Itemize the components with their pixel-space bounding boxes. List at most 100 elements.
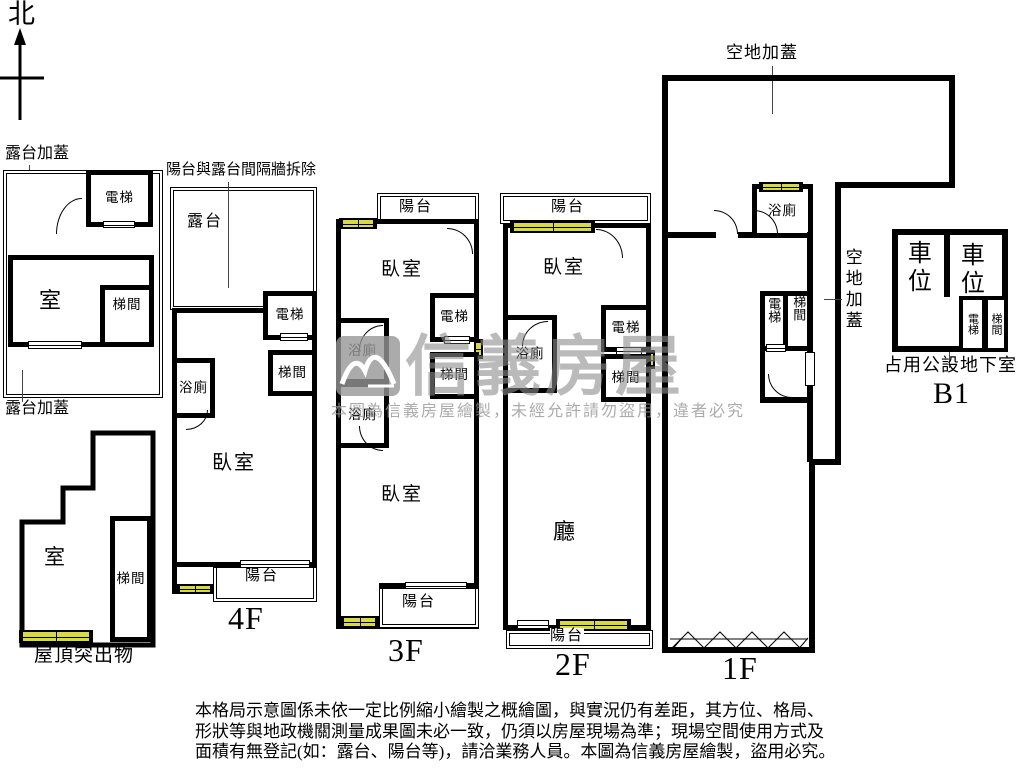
f4-note: 陽台與露台間隔牆拆除	[166, 162, 317, 178]
f2-living-label: 廳	[553, 519, 576, 544]
f4-main-room	[172, 308, 317, 567]
leader-line	[228, 182, 229, 288]
disclaimer: 本格局示意圖係未依一定比例縮小繪製之概繪圖，與實況仍有差距，其方位、格局、 形狀…	[195, 701, 855, 763]
f1-side-label: 空地加蓋	[842, 248, 862, 332]
leader-line	[949, 352, 950, 368]
window-symbol	[444, 336, 470, 344]
bath-label: 浴廁	[179, 379, 208, 395]
roof-terrace-elevator-room: 電梯	[86, 170, 153, 227]
wall-segment	[760, 349, 765, 401]
f1-caption: 1F	[722, 650, 758, 686]
f2-balcony-top-label: 陽台	[551, 199, 586, 215]
balcony-inner-line	[503, 196, 648, 221]
disclaimer-line: 形狀等與地政機關測量成果圖未必一致，仍須以房屋現場為準；現場空間使用方式及	[195, 721, 824, 741]
f1-top-label: 空地加蓋	[726, 43, 798, 62]
wall-segment	[944, 229, 950, 297]
f4-bath-room: 浴廁	[172, 358, 215, 418]
terrace-inner-line	[173, 190, 314, 307]
f4-bedroom-label: 臥室	[212, 452, 256, 474]
wall-segment	[760, 397, 813, 403]
elevator-label: 電梯	[766, 297, 782, 323]
f4-terrace-outline	[170, 187, 317, 310]
stair-label: 梯間	[112, 297, 142, 312]
f4-caption: 4F	[228, 600, 264, 636]
window-symbol	[517, 620, 549, 629]
f4-terrace-label: 露台	[187, 213, 224, 230]
wall-segment	[783, 291, 788, 351]
wall-segment	[738, 232, 754, 238]
roof-terrace-top-label: 露台加蓋	[5, 145, 70, 162]
disclaimer-line: 面積有無登記(如：露台、陽台等)，請洽業務人員。本圖為信義房屋繪製，盜用必究。	[195, 742, 836, 761]
stair-label: 梯間	[116, 570, 146, 586]
b1-note: 占用公設地下室	[884, 355, 1017, 375]
window-symbol	[280, 333, 308, 341]
bath-label: 浴廁	[348, 406, 377, 422]
stair-label: 梯間	[278, 364, 307, 380]
f2-bedroom-label: 臥室	[543, 257, 586, 278]
elevator-label: 電梯	[966, 313, 979, 335]
b1-parking-left-label: 車位	[903, 240, 930, 296]
roof-terrace-bottom-label: 露台加蓋	[5, 400, 70, 417]
f4-elevator-room: 電梯	[263, 291, 317, 340]
window-yellow	[510, 221, 595, 233]
stair-label: 梯間	[791, 295, 807, 321]
f2-outer	[503, 223, 651, 630]
watermark-notice: 本圖為信義房屋繪製，未經允許請勿盜用，違者必究	[331, 403, 746, 420]
north-label: 北	[8, 0, 35, 29]
f3-balcony-bottom-label: 陽台	[402, 594, 437, 610]
elevator-label: 電梯	[105, 190, 134, 206]
f3-elevator-room: 電梯	[430, 293, 479, 342]
stair-label: 梯間	[990, 313, 1003, 335]
f3-balcony-top-label: 陽台	[399, 199, 434, 215]
compass-icon	[0, 28, 44, 120]
window-symbol	[28, 341, 82, 349]
f4-balcony-label: 陽台	[245, 568, 280, 584]
f2-balcony-bottom-label: 陽台	[550, 628, 585, 645]
room-label: 室	[44, 545, 65, 569]
f1-shutter-zigzag	[670, 631, 809, 653]
window-yellow	[176, 584, 214, 594]
sinyi-logo-icon	[336, 336, 400, 396]
f2-balcony-top-outline	[500, 193, 651, 224]
b1-outer	[892, 229, 1008, 352]
b1-elevator-room: 電梯	[959, 296, 986, 352]
roof-protrusion-stair-room: 梯間	[110, 516, 152, 642]
window-symbol	[405, 582, 467, 589]
leader-line	[772, 66, 773, 114]
wall-segment	[666, 232, 716, 238]
elevator-label: 電梯	[611, 320, 641, 336]
room-label: 室	[39, 287, 63, 313]
disclaimer-line: 本格局示意圖係未依一定比例縮小繪製之概繪圖，與實況仍有差距，其方位、格局、	[195, 701, 824, 720]
f2-caption: 2F	[555, 646, 591, 682]
window-yellow	[759, 182, 803, 192]
f2-stair-room: 梯間	[601, 354, 651, 402]
b1-stair-room: 梯間	[984, 296, 1008, 352]
f3-balcony-top-outline	[377, 193, 479, 224]
wall-segment	[172, 560, 177, 594]
watermark-brand: 信義房屋	[405, 331, 685, 404]
leader-line	[22, 370, 23, 402]
f3-bedroom-bottom-label: 臥室	[381, 484, 424, 505]
b1-caption: B1	[933, 377, 971, 410]
wall-segment	[807, 232, 813, 462]
f3-stair-room: 梯間	[430, 352, 479, 399]
window-symbol	[103, 221, 135, 228]
f3-bedroom-top-label: 臥室	[381, 259, 424, 280]
roof-protrusion-caption: 屋頂突出物	[34, 645, 135, 666]
window-yellow	[339, 218, 377, 229]
elevator-label: 電梯	[440, 309, 469, 325]
stair-label: 梯間	[440, 367, 469, 383]
f4-stair-room: 梯間	[268, 350, 317, 396]
roof-terrace-stair-room: 梯間	[100, 285, 154, 347]
window-symbol	[240, 560, 310, 568]
leader-line	[824, 299, 842, 300]
elevator-label: 電梯	[275, 307, 305, 323]
bath-label: 浴廁	[515, 345, 545, 361]
window-symbol	[766, 344, 786, 352]
bath-label: 浴廁	[768, 202, 797, 218]
window-yellow	[340, 616, 379, 628]
window-symbol	[805, 352, 815, 386]
b1-parking-right-label: 車位	[956, 242, 983, 298]
f1-outline	[662, 75, 955, 653]
